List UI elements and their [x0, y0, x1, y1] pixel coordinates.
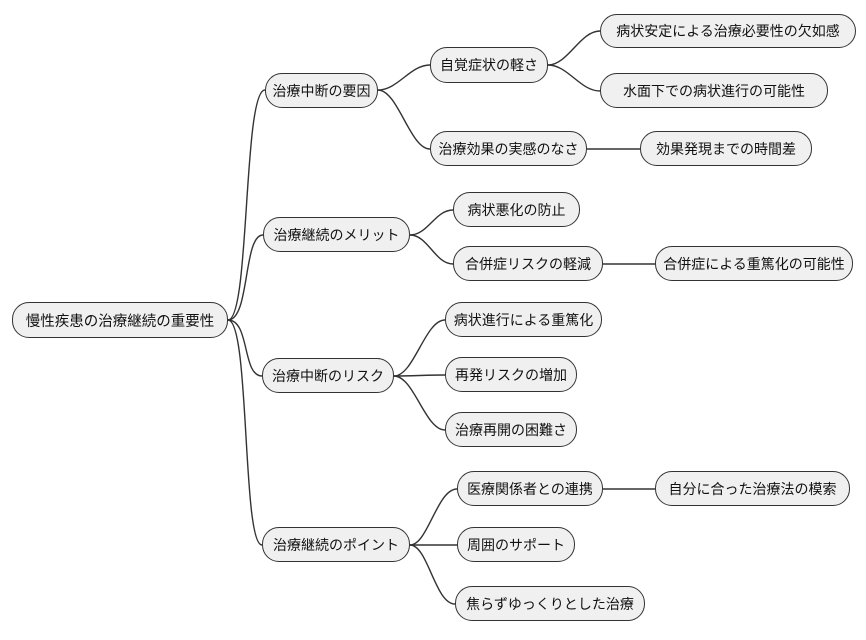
node-interruption-factors: 治療中断の要因 [265, 73, 378, 108]
node-support-from-others: 周囲のサポート [457, 527, 575, 562]
connector-line [393, 375, 446, 431]
node-hidden-progression: 水面下での病状進行の可能性 [600, 73, 828, 108]
node-relapse-risk: 再発リスクの増加 [445, 357, 577, 392]
connector-line [227, 89, 266, 321]
node-find-suitable-treatment: 自分に合った治療法の模索 [655, 471, 850, 506]
node-mild-symptoms: 自覚症状の軽さ [430, 47, 548, 83]
connector-line [409, 234, 454, 265]
node-no-felt-effect: 治療効果の実感のなさ [430, 131, 587, 166]
node-root: 慢性疾患の治療継続の重要性 [12, 302, 228, 338]
node-continuation-points: 治療継続のポイント [262, 527, 410, 562]
connector-line [409, 488, 458, 546]
node-time-lag-to-effect: 効果発現までの時間差 [640, 131, 812, 166]
node-continuation-merits: 治療継続のメリット [263, 217, 410, 252]
node-severe-complications: 合併症による重篤化の可能性 [655, 246, 853, 281]
connector-line [227, 234, 264, 321]
connector-line [227, 319, 263, 377]
connector-line [227, 319, 263, 546]
connector-line [393, 319, 446, 377]
connector-line [409, 544, 456, 605]
node-progression-severity: 病状進行による重篤化 [445, 302, 602, 337]
connector-line [547, 30, 601, 66]
node-unhurried-treatment: 焦らずゆっくりとした治療 [455, 586, 645, 621]
node-lack-of-perceived-necessity: 病状安定による治療必要性の欠如感 [600, 14, 856, 48]
connector-line [393, 374, 446, 377]
connector-line [377, 64, 431, 91]
node-reduce-complication-risk: 合併症リスクの軽減 [453, 246, 603, 281]
connector-line [409, 209, 454, 236]
connector-line [377, 89, 431, 150]
node-interruption-risks: 治療中断のリスク [262, 358, 394, 393]
node-restart-difficulty: 治療再開の困難さ [445, 412, 577, 447]
node-medical-cooperation: 医療関係者との連携 [457, 471, 603, 506]
connector-line [547, 64, 601, 92]
node-prevent-worsening: 病状悪化の防止 [453, 192, 580, 227]
